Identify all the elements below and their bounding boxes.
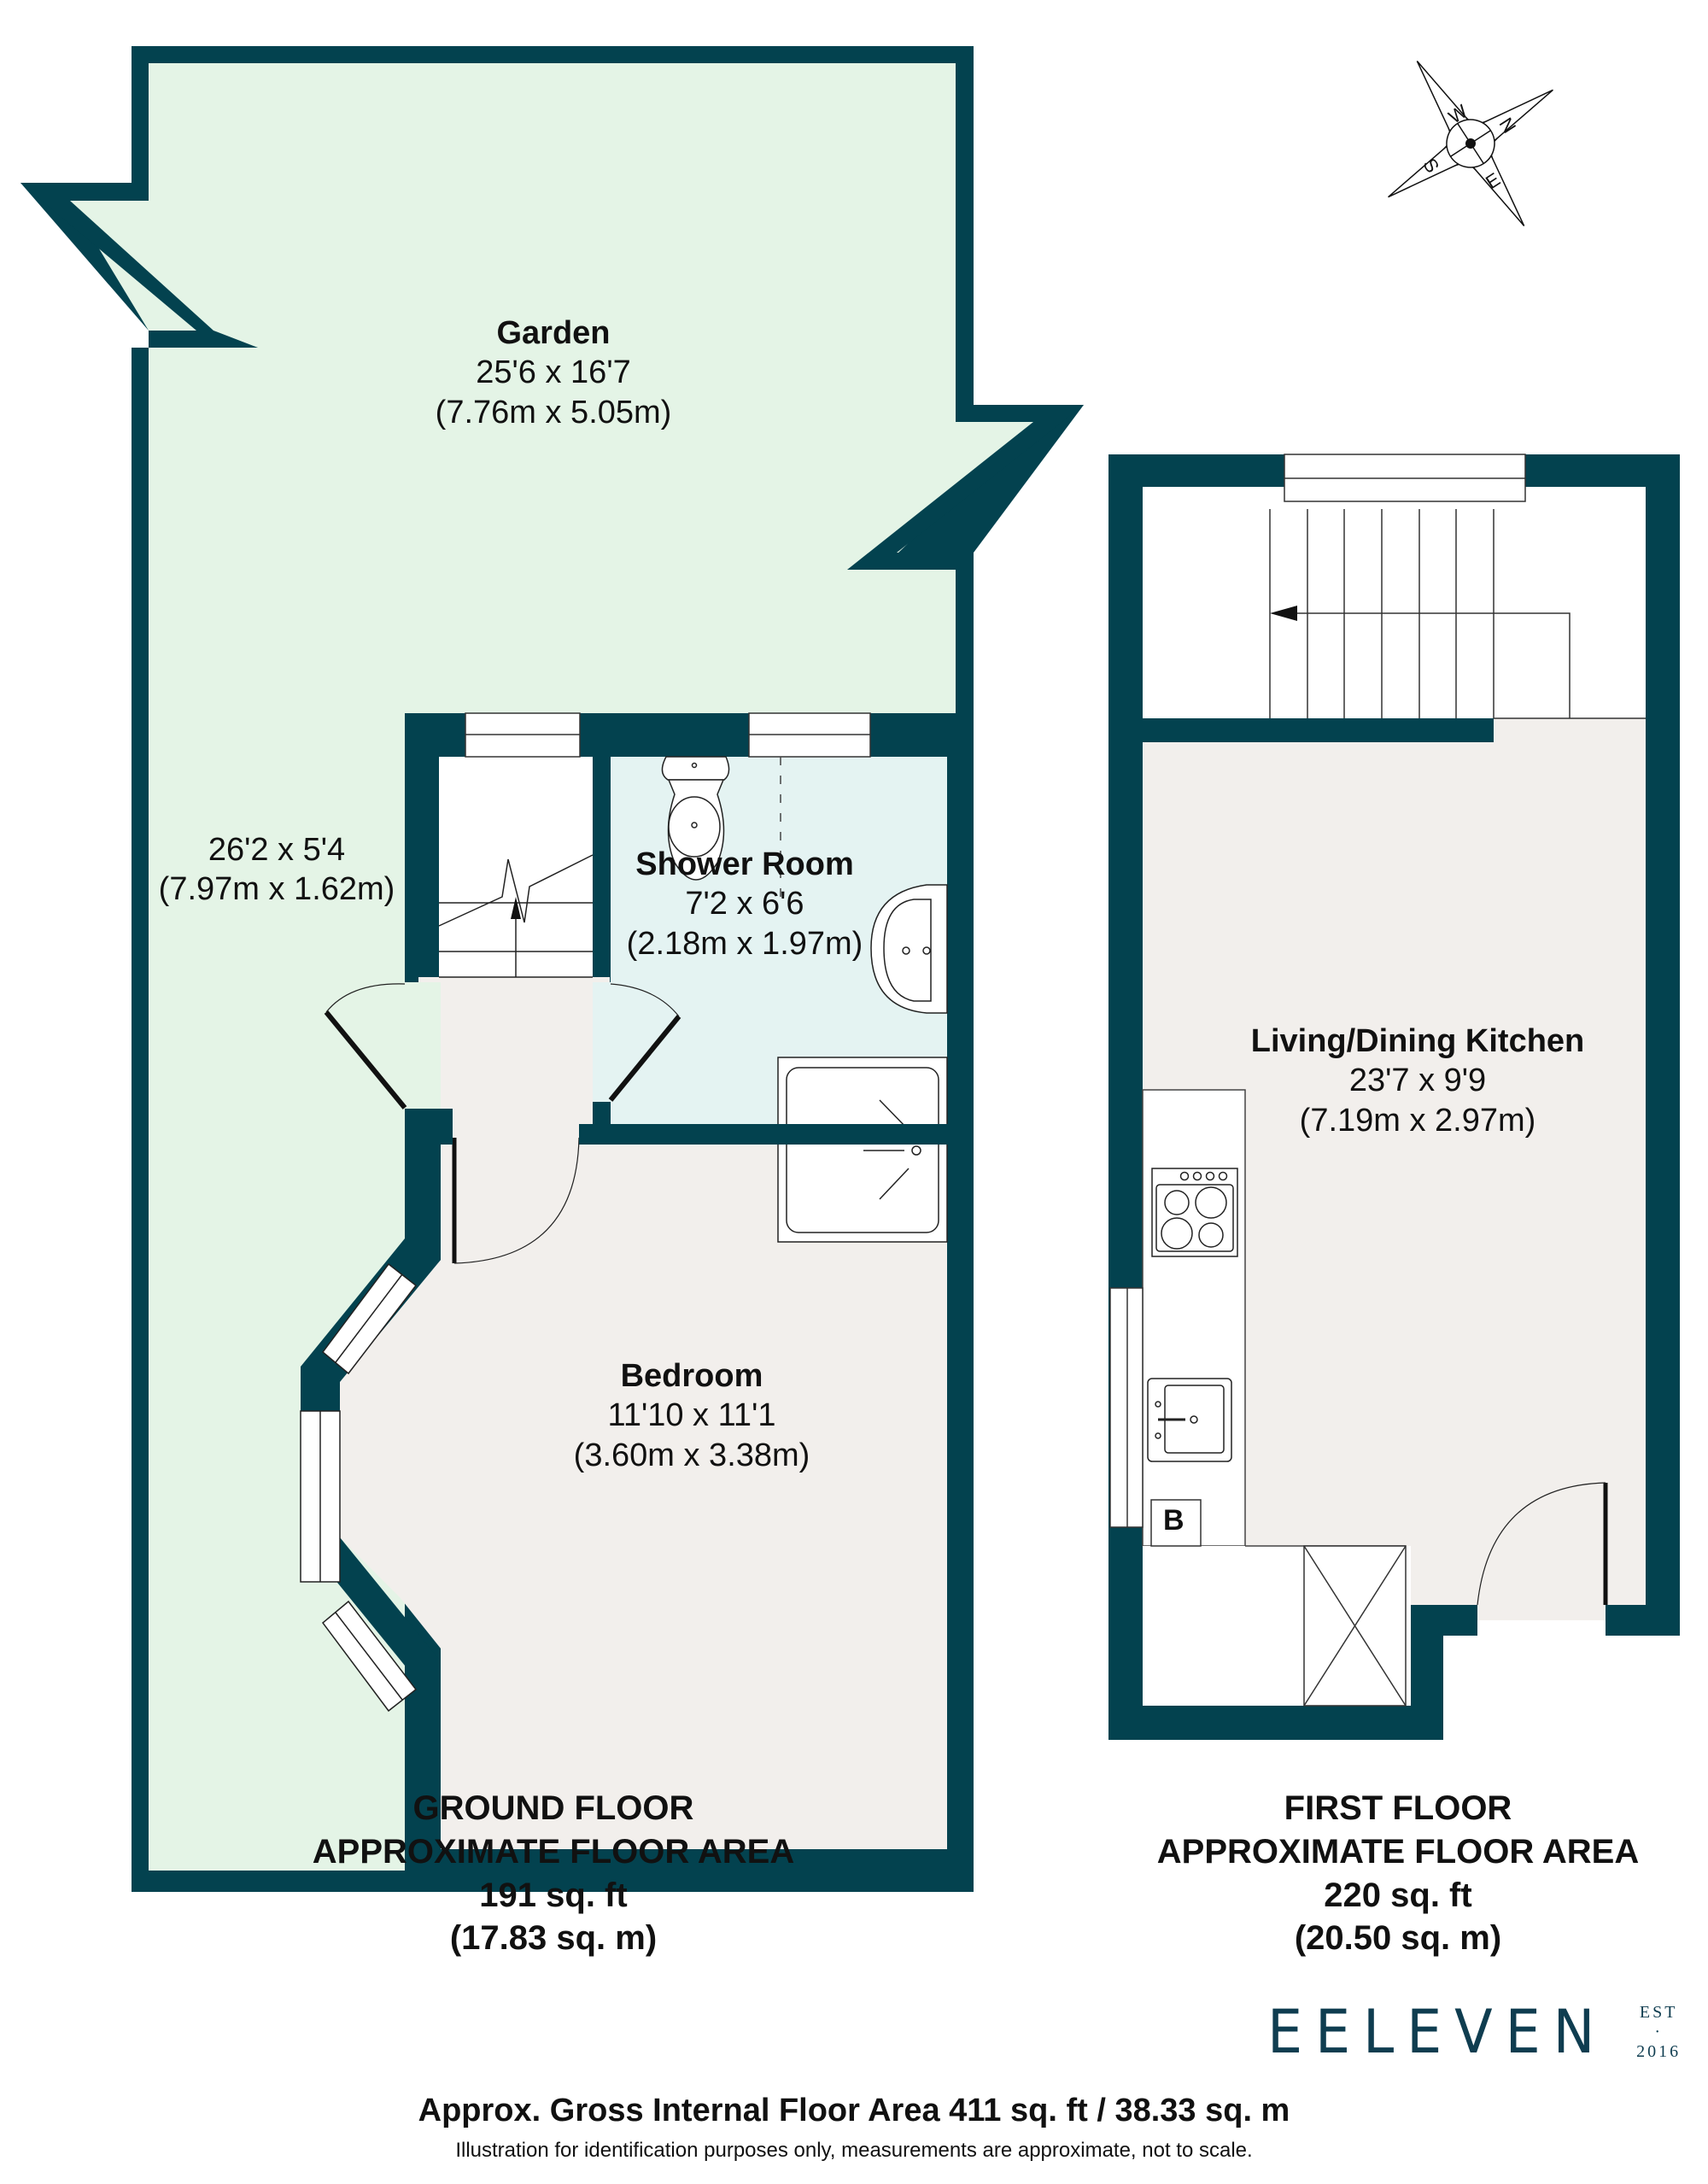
- room-dim-metric: (7.19m x 2.97m): [1299, 1102, 1536, 1139]
- brand-established: EST · 2016: [1636, 2003, 1681, 2062]
- room-name: Garden: [496, 315, 611, 351]
- room-label-shower-room: Shower Room 7'2 x 6'6 (2.18m x 1.97m): [627, 845, 863, 963]
- brand-logo: EELEVEN EST · 2016: [1267, 1997, 1681, 2067]
- sink-icon: [1147, 1378, 1232, 1462]
- room-dim-imperial: 7'2 x 6'6: [685, 886, 804, 922]
- garden-door: [324, 983, 407, 1110]
- hall-bedroom-opening: [453, 1124, 581, 1150]
- room-dim-metric: (2.18m x 1.97m): [626, 925, 863, 962]
- brand-est-label: EST: [1639, 2002, 1678, 2022]
- room-dim-imperial: 26'2 x 5'4: [208, 832, 346, 868]
- toilet-icon: [661, 756, 730, 881]
- room-dim-metric: (7.76m x 5.05m): [435, 394, 672, 430]
- first-floor-caption: FIRST FLOOR APPROXIMATE FLOOR AREA 220 s…: [1157, 1787, 1639, 1960]
- room-dim-metric: (3.60m x 3.38m): [573, 1437, 810, 1473]
- shower-left-jamb: [593, 1102, 611, 1127]
- cupboard-cross-icon: [1303, 1545, 1407, 1707]
- shower-door-opening: [593, 982, 611, 1110]
- kitchen-window: [1109, 1287, 1144, 1528]
- shower-bedroom-wall: [579, 1124, 974, 1145]
- floor-area-sqm: (20.50 sq. m): [1294, 1919, 1502, 1958]
- room-label-living-dining-kitchen: Living/Dining Kitchen 23'7 x 9'9 (7.19m …: [1251, 1022, 1585, 1140]
- hall-door-opening: [405, 982, 441, 1110]
- brand-name: EELEVEN: [1267, 1997, 1608, 2067]
- floor-name: GROUND FLOOR: [412, 1789, 694, 1827]
- boiler-label: B: [1163, 1504, 1184, 1537]
- compass-rose-icon: [1388, 61, 1553, 226]
- entrance-door: [1477, 1482, 1608, 1606]
- bedroom-door: [452, 1137, 580, 1264]
- room-name: Living/Dining Kitchen: [1250, 1023, 1585, 1059]
- basin-icon: [870, 884, 948, 1014]
- room-dim-imperial: 11'10 x 11'1: [607, 1397, 776, 1434]
- room-name: Shower Room: [635, 846, 854, 882]
- floor-area-label: APPROXIMATE FLOOR AREA: [312, 1832, 795, 1871]
- room-name: Bedroom: [620, 1358, 763, 1394]
- first-floor-stairs: [1269, 509, 1646, 719]
- brand-est-dot: ·: [1654, 2022, 1663, 2041]
- annex-right-wall-lower: [1411, 1605, 1443, 1740]
- room-dim-imperial: 23'7 x 9'9: [1348, 1063, 1487, 1099]
- kitchen-counter: [1142, 1089, 1246, 1547]
- floor-area-label: APPROXIMATE FLOOR AREA: [1156, 1832, 1640, 1871]
- room-dim-metric: (7.97m x 1.62m): [158, 871, 395, 908]
- ground-floor-caption: GROUND FLOOR APPROXIMATE FLOOR AREA 191 …: [313, 1787, 794, 1960]
- garden-left-notch-wall: [20, 183, 258, 348]
- first-floor-top-window: [1284, 454, 1526, 502]
- stairs-room-wall: [1143, 718, 1494, 742]
- ground-stairs: [438, 854, 594, 978]
- bay-window-top: [321, 1262, 418, 1375]
- stairs-opening-floor: [1494, 718, 1646, 742]
- gross-floor-area: Approx. Gross Internal Floor Area 411 sq…: [418, 2093, 1290, 2128]
- brand-est-year: 2016: [1636, 2041, 1682, 2061]
- shower-room-window: [748, 712, 871, 758]
- stairs-window: [465, 712, 581, 758]
- shower-tray-icon: [777, 1057, 948, 1243]
- first-stairs-area: [1143, 487, 1646, 718]
- shower-room-door: [608, 983, 681, 1102]
- garden-right-notch-wall: [847, 405, 1084, 570]
- room-dim-imperial: 25'6 x 16'7: [476, 354, 631, 391]
- room-label-side-garden: 26'2 x 5'4 (7.97m x 1.62m): [159, 830, 395, 910]
- entrance-area: [1477, 1605, 1606, 1620]
- first-floor-plan: [1108, 454, 1680, 1740]
- ground-floor-plan: [20, 46, 1084, 1892]
- disclaimer: Illustration for identification purposes…: [455, 2139, 1253, 2162]
- room-label-bedroom: Bedroom 11'10 x 11'1 (3.60m x 3.38m): [574, 1356, 810, 1475]
- floor-name: FIRST FLOOR: [1284, 1789, 1512, 1827]
- bay-window-bottom: [321, 1600, 418, 1713]
- bay-window-side: [300, 1410, 341, 1583]
- hall-left-jamb: [405, 1109, 453, 1145]
- room-label-garden: Garden 25'6 x 16'7 (7.76m x 5.05m): [436, 313, 672, 432]
- floor-area-sqm: (17.83 sq. m): [449, 1919, 658, 1958]
- bedroom-area: [340, 1145, 947, 1849]
- floor-area-sqft: 220 sq. ft: [1324, 1876, 1472, 1914]
- boiler-icon: [1150, 1499, 1202, 1547]
- floor-area-sqft: 191 sq. ft: [479, 1876, 628, 1914]
- hob-icon: [1151, 1168, 1238, 1257]
